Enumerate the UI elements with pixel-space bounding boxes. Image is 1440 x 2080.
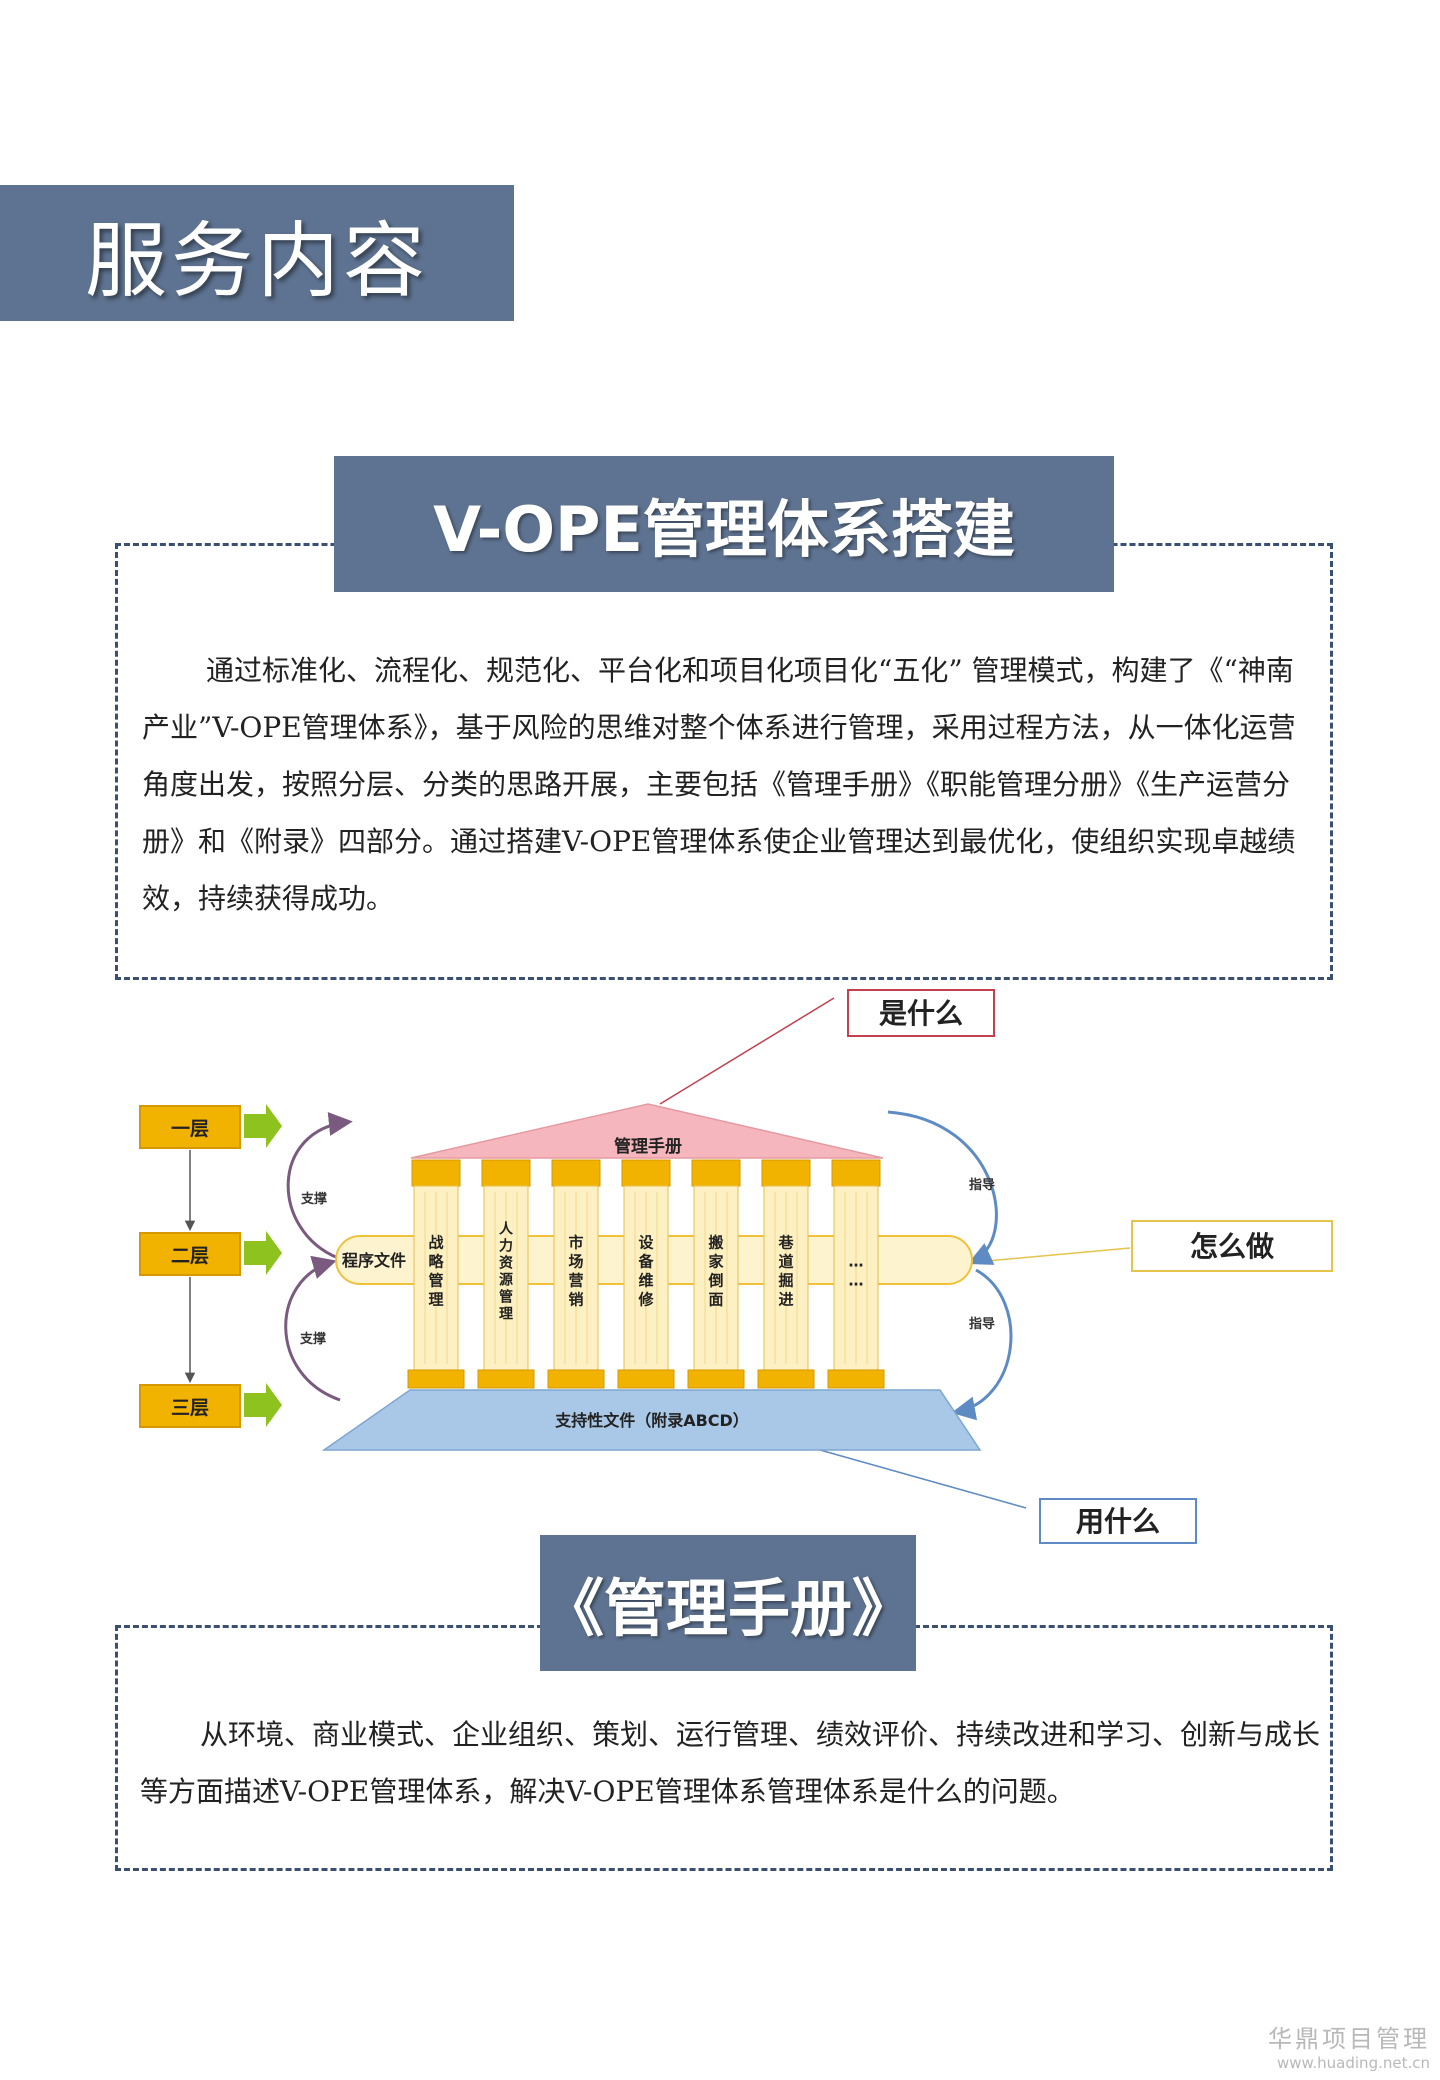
guide-label-lower: 指导: [969, 1316, 995, 1332]
layer-2: 二层: [139, 1231, 282, 1276]
callout-what-line: [659, 997, 835, 1105]
pillar-label: 市场营销: [568, 1234, 583, 1309]
callout-how-line: [975, 1247, 1131, 1263]
section2-paragraph: 从环境、商业模式、企业组织、策划、运行管理、绩效评价、持续改进和学习、创新与成长…: [140, 1718, 1321, 1808]
pillar-cap: [831, 1159, 881, 1187]
layer-2-arrow: [244, 1231, 282, 1275]
guide-label-upper: 指导: [969, 1177, 995, 1193]
callout-how-text: 怎么做: [1190, 1230, 1274, 1263]
pillar-label: 巷道掘进: [777, 1234, 794, 1309]
roof-label: 管理手册: [614, 1136, 682, 1157]
pillar-label: ……: [849, 1253, 864, 1290]
callout-how-box: [1131, 1220, 1333, 1272]
layer-3-label: 三层: [171, 1397, 209, 1419]
pillar-cap: [551, 1159, 601, 1187]
pillar-cap: [621, 1159, 671, 1187]
callout-with-text: 用什么: [1076, 1505, 1160, 1538]
layer-1: 一层: [139, 1104, 282, 1149]
pillar-label: 人力资源管理: [499, 1221, 514, 1323]
pillar-base: [757, 1369, 815, 1389]
section1-title: V-OPE管理体系搭建: [334, 456, 1114, 592]
vope-structure-diagram: 是什么 怎么做 用什么 一层 二层 三层 支撑 支撑 指导 指导 程序文件 管理…: [139, 989, 1333, 1544]
pillar-base: [407, 1369, 465, 1389]
layer-3-arrow: [244, 1383, 282, 1427]
guide-arrow-upper: [887, 1110, 998, 1265]
pillar-cap: [481, 1159, 531, 1187]
layer-1-label: 一层: [171, 1118, 209, 1140]
page-title: 服务内容: [0, 185, 514, 321]
roof: [410, 1103, 884, 1159]
base-label: 支持性文件（附录ABCD）: [554, 1411, 749, 1430]
support-label-upper: 支撑: [300, 1191, 327, 1207]
callout-what-text: 是什么: [879, 997, 963, 1030]
support-arrow-upper: [286, 1112, 353, 1260]
pillar-label: 搬家倒面: [707, 1234, 723, 1309]
callout-with-line: [819, 1449, 1027, 1509]
pillar-cap: [761, 1159, 811, 1187]
layer-1-arrow: [244, 1104, 282, 1148]
watermark-url: www.huading.net.cn: [1276, 2054, 1430, 2072]
pillar-base: [827, 1369, 885, 1389]
section2-title: 《管理手册》: [540, 1535, 916, 1671]
support-arrow-lower: [284, 1255, 341, 1402]
pillar-base: [547, 1369, 605, 1389]
callout-what-box: [847, 989, 995, 1037]
watermark: 华鼎项目管理 www.huading.net.cn: [1268, 2019, 1430, 2072]
guide-arrow-lower: [951, 1268, 1013, 1421]
callout-with-box: [1039, 1498, 1197, 1544]
procedure-band-label: 程序文件: [342, 1251, 406, 1270]
pillar-base: [687, 1369, 745, 1389]
pillars: 战略管理 人力资源管理 市场营销 设备维修 搬家倒面 巷道掘进 ……: [407, 1159, 885, 1389]
layer-3: 三层: [139, 1383, 282, 1428]
base-platform: [321, 1389, 982, 1451]
pillar-cap: [411, 1159, 461, 1187]
pillar-base: [617, 1369, 675, 1389]
watermark-name: 华鼎项目管理: [1268, 2025, 1430, 2053]
pillar-base: [477, 1369, 535, 1389]
pillar-label: 战略管理: [428, 1234, 444, 1309]
pillar-label: 设备维修: [637, 1234, 654, 1309]
layer-2-label: 二层: [171, 1245, 209, 1267]
pillar-cap: [691, 1159, 741, 1187]
section1-paragraph: 通过标准化、流程化、规范化、平台化和项目化项目化“五化” 管理模式，构建了《“神…: [142, 654, 1296, 915]
support-label-lower: 支撑: [299, 1331, 326, 1347]
